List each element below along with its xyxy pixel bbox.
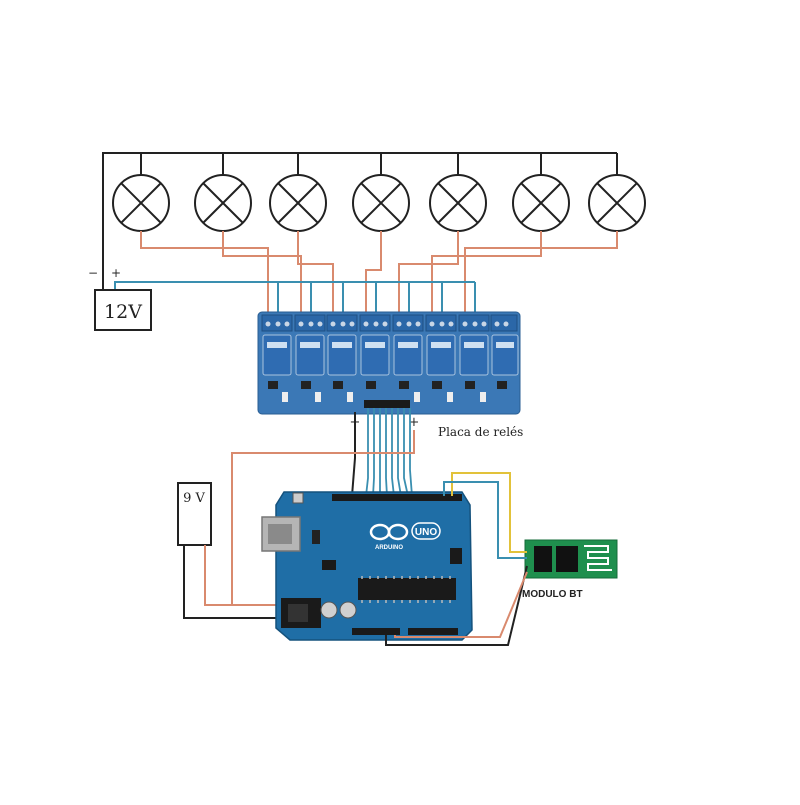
battery-wires <box>183 545 285 619</box>
relay-control-wires <box>365 408 413 497</box>
lamp-icon <box>512 174 570 232</box>
microcontroller-chip <box>358 578 456 600</box>
bluetooth-wires <box>385 472 528 646</box>
relay-labels <box>267 342 514 348</box>
lamp-icon <box>588 174 646 232</box>
power-header <box>352 628 400 635</box>
bluetooth-label: MODULO BT <box>522 589 583 600</box>
power-supply-plus: + <box>111 266 121 280</box>
lamp-common-wire <box>102 152 618 290</box>
lamp-icon <box>269 174 327 232</box>
relay-components <box>268 381 507 408</box>
lamp-relay-wires <box>140 231 618 318</box>
battery-9v: 9 V <box>177 482 212 546</box>
analog-header <box>408 628 458 635</box>
lamp-icon <box>112 174 170 232</box>
arduino-brand: ARDUINO <box>375 545 403 551</box>
power-supply-label: 12V <box>104 301 142 323</box>
relay-ground-wire <box>351 412 356 497</box>
arduino-infinity-icon <box>369 523 409 541</box>
relay-board-label: Placa de relés <box>438 425 523 439</box>
lamp-icon <box>194 174 252 232</box>
lamp-icon <box>352 174 410 232</box>
capacitor <box>320 601 338 619</box>
relay-board: − + Placa de relés <box>257 311 523 439</box>
reset-button <box>292 492 304 504</box>
supply-positive-wire <box>114 281 476 318</box>
power-supply-12v: 12V − + <box>88 266 152 331</box>
bluetooth-module: MODULO BT <box>522 539 618 600</box>
capacitor <box>339 601 357 619</box>
battery-label: 9 V <box>183 491 205 506</box>
lamp-icon <box>429 174 487 232</box>
arduino-model: UNO <box>415 527 437 538</box>
power-supply-minus: − <box>88 266 98 280</box>
relay-vcc-wire <box>231 430 415 605</box>
bt-chip <box>556 546 578 572</box>
terminal-screws <box>265 321 509 327</box>
lamps <box>112 174 646 232</box>
bt-antenna-icon <box>584 545 612 571</box>
arduino-uno-board: ARDUINO UNO <box>261 491 473 641</box>
bt-chip <box>534 546 552 572</box>
digital-header <box>332 494 462 501</box>
relay-board-plus: + <box>409 415 420 430</box>
